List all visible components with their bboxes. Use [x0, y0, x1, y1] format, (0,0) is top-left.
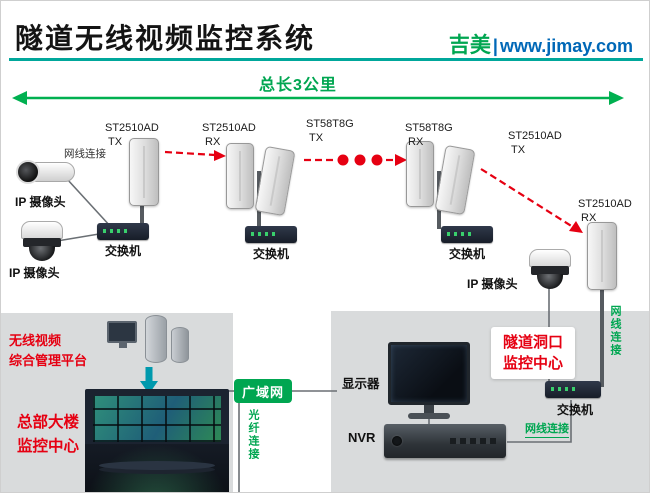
- ip-camera-label-1: IP 摄像头: [15, 195, 66, 209]
- wan-node: 广域网: [234, 379, 292, 403]
- camera-lens: [16, 160, 40, 184]
- ap-label-2: ST2510AD RX: [202, 121, 256, 150]
- ap-label-5: ST2510AD TX: [508, 129, 562, 158]
- total-length-label: 总长3公里: [259, 77, 337, 94]
- ap-label-1: ST2510AD TX: [105, 121, 159, 150]
- platform-server-icon: [145, 315, 167, 363]
- ap-port: TX: [511, 144, 526, 157]
- tunnel-panel: [331, 311, 649, 492]
- brand-divider: |: [492, 36, 498, 56]
- cable-label-3: 网线连接: [525, 420, 569, 438]
- page-title: 隧道无线视频监控系统: [15, 23, 316, 54]
- switch-1: [97, 223, 149, 240]
- video-wall: [93, 396, 221, 442]
- camera-dome-lens: [537, 274, 563, 289]
- cable-label-2: 网线连接: [609, 305, 621, 357]
- hq-center-label: 总部大楼 监控中心: [17, 414, 80, 456]
- wireless-ap-6: [587, 222, 617, 290]
- wan-label: 广域网: [241, 384, 284, 400]
- hq-platform-label: 无线视频 综合管理平台: [9, 333, 88, 369]
- ip-camera-label-3: IP 摄像头: [467, 277, 518, 291]
- ap-port: RX: [408, 136, 424, 149]
- bullet-camera-icon: [15, 159, 75, 185]
- dome-camera-icon-left: [21, 221, 63, 261]
- camera-band: [23, 238, 61, 247]
- wireless-ap-2: [226, 143, 254, 209]
- monitor-icon: [388, 342, 470, 420]
- fiber-label: 光纤连接: [247, 409, 259, 461]
- brand: 吉美 | www.jimay.com: [449, 29, 633, 59]
- ap-label-3: ST58T8G TX: [306, 117, 354, 146]
- camera-housing: [21, 221, 63, 239]
- switch-1-label: 交换机: [104, 244, 141, 258]
- ap-label-4: ST58T8G RX: [405, 121, 453, 150]
- header-rule: [9, 58, 643, 61]
- wireless-links: [164, 150, 583, 233]
- switch-3-label: 交换机: [448, 247, 485, 261]
- ap-label-6: ST2510AD RX: [578, 197, 632, 226]
- management-platform-graphic: [101, 309, 201, 373]
- ap-model: ST58T8G: [306, 118, 354, 130]
- monitor-neck: [424, 405, 434, 414]
- ap-model: ST2510AD: [508, 130, 562, 142]
- ap-port: RX: [581, 212, 597, 225]
- control-room-photo: [85, 389, 229, 492]
- ap-port: RX: [205, 136, 221, 149]
- ap-model: ST2510AD: [105, 122, 159, 134]
- ap-model: ST58T8G: [405, 122, 453, 134]
- camera-band: [531, 266, 569, 275]
- downlink-arrow: [140, 367, 158, 394]
- monitor-label: 显示器: [342, 377, 380, 391]
- camera-dome-lens: [29, 246, 55, 261]
- monitor-screen: [388, 342, 470, 405]
- control-room-desk: [99, 461, 215, 470]
- total-length-arrow: [12, 91, 624, 105]
- ip-camera-label-2: IP 摄像头: [9, 266, 60, 280]
- brand-name: 吉美: [448, 34, 491, 57]
- tunnel-center-label: 隧道洞口 监控中心: [491, 327, 575, 379]
- wireless-ap-1: [129, 138, 159, 206]
- platform-storage-icon: [171, 327, 189, 363]
- cable-label-1: 网线连接: [64, 148, 106, 160]
- camera-housing: [529, 249, 571, 267]
- nvr-device: [384, 424, 506, 458]
- ap-model: ST2510AD: [578, 198, 632, 210]
- nvr-label: NVR: [348, 430, 376, 445]
- switch-2: [245, 226, 297, 243]
- switch-2-label: 交换机: [252, 247, 289, 261]
- switch-4-label: 交换机: [556, 403, 593, 417]
- ap-model: ST2510AD: [202, 122, 256, 134]
- ap-port: TX: [108, 136, 123, 149]
- platform-monitor-icon: [107, 321, 137, 348]
- monitor-base: [408, 413, 450, 419]
- brand-website: www.jimay.com: [499, 36, 633, 56]
- switch-3: [441, 226, 493, 243]
- wireless-ap-4: [406, 141, 434, 207]
- ap-port: TX: [309, 132, 324, 145]
- switch-4: [545, 381, 601, 398]
- dome-camera-icon-right: [529, 249, 571, 289]
